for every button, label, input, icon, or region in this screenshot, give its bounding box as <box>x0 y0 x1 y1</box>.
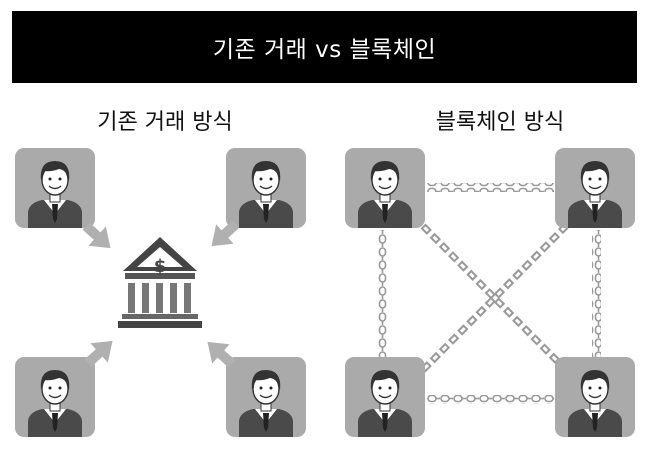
user-top-right <box>225 147 307 229</box>
bank-icon <box>118 237 202 328</box>
node-top-left <box>344 147 426 229</box>
traditional-heading: 기존 거래 방식 <box>97 110 233 135</box>
chain-right <box>592 230 601 357</box>
user-top-left <box>14 147 96 229</box>
chain-bottom <box>427 395 554 404</box>
chain-diagonal-down <box>420 223 569 373</box>
banner-title: 기존 거래 vs 블록체인 <box>212 37 437 63</box>
bank-dollar-sign: $ <box>154 256 167 277</box>
node-bottom-left <box>344 356 426 438</box>
blockchain-heading: 블록체인 방식 <box>435 110 565 135</box>
user-bottom-left <box>14 356 96 438</box>
title-banner: 기존 거래 vs 블록체인 <box>12 11 637 83</box>
chain-top <box>427 183 554 192</box>
chain-diagonal-up <box>420 223 569 373</box>
user-bottom-right <box>225 356 307 438</box>
node-bottom-right <box>554 356 636 438</box>
node-top-right <box>554 147 636 229</box>
chain-left <box>378 230 387 357</box>
